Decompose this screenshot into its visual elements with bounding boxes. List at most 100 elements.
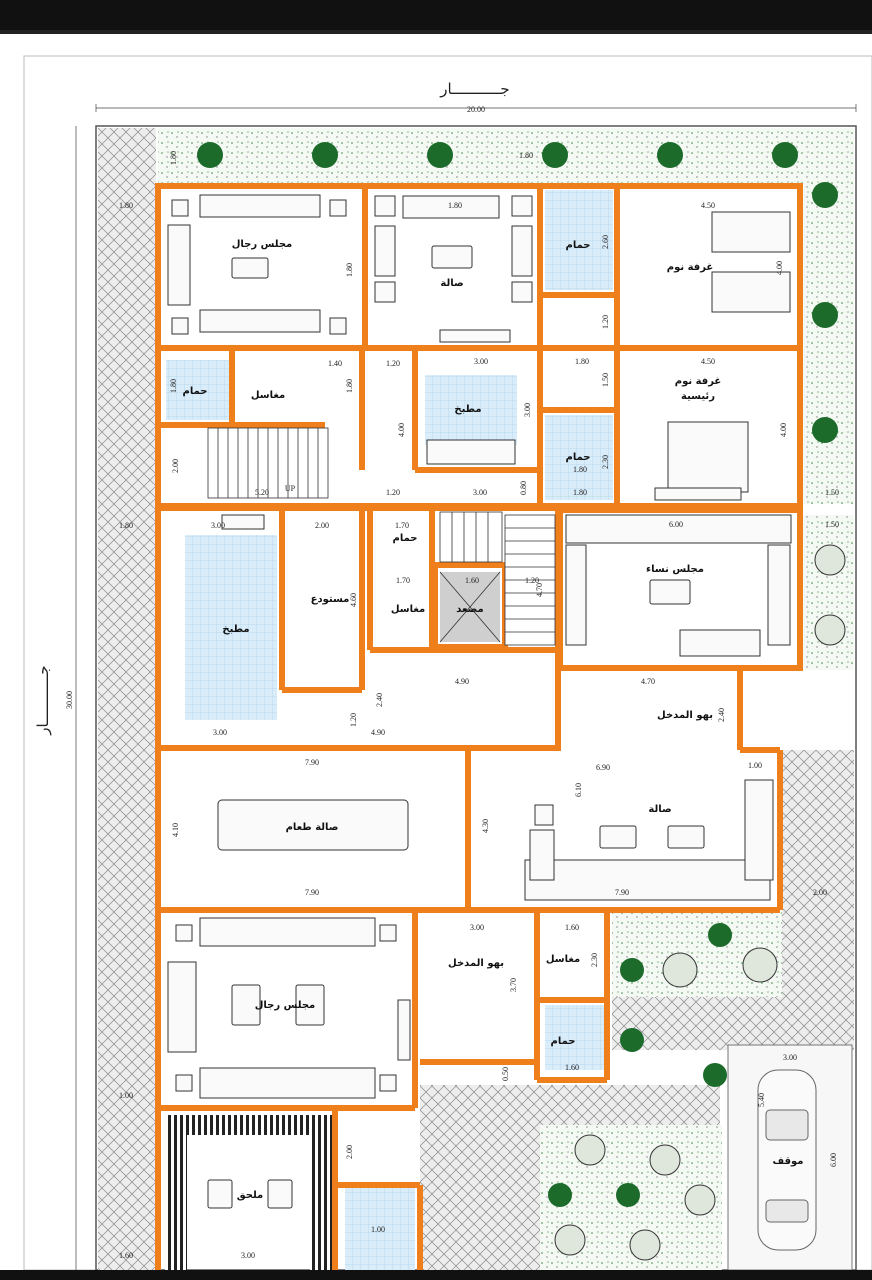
svg-text:2.00: 2.00	[315, 521, 329, 530]
svg-text:1.70: 1.70	[396, 576, 410, 585]
svg-text:2.40: 2.40	[375, 693, 384, 707]
room-master-bedroom-line2: رئيسية	[681, 391, 715, 402]
svg-text:2.30: 2.30	[590, 953, 599, 967]
svg-text:2.00: 2.00	[171, 459, 180, 473]
right-garden	[800, 184, 854, 504]
svg-text:1.70: 1.70	[395, 521, 409, 530]
svg-text:4.70: 4.70	[535, 583, 544, 597]
svg-text:4.00: 4.00	[779, 423, 788, 437]
svg-text:6.00: 6.00	[669, 520, 683, 529]
svg-text:6.10: 6.10	[574, 783, 583, 797]
svg-text:3.00: 3.00	[523, 403, 532, 417]
svg-text:1.80: 1.80	[519, 151, 533, 160]
svg-text:4.60: 4.60	[349, 593, 358, 607]
svg-text:2.60: 2.60	[601, 235, 610, 249]
top-edge-line	[0, 30, 872, 34]
front-paving-2	[612, 990, 854, 1050]
stairs-left	[207, 427, 329, 499]
annex-stripes-left	[165, 1115, 187, 1270]
room-elevator: مصعد	[456, 604, 483, 615]
room-hall-main: صالة	[648, 804, 671, 815]
svg-text:1.50: 1.50	[825, 488, 839, 497]
svg-text:4.70: 4.70	[641, 677, 655, 686]
bath-mid-floor	[545, 415, 613, 500]
svg-text:4.90: 4.90	[455, 677, 469, 686]
bath-top-floor	[545, 190, 613, 290]
svg-text:1.20: 1.20	[525, 576, 539, 585]
room-bath-small: حمام	[183, 386, 208, 397]
dimension-labels: 20.00 30.00 1.80 1.80 1.80 1.80 4.50 1.8…	[65, 105, 839, 1260]
svg-text:4.10: 4.10	[171, 823, 180, 837]
svg-text:5.20: 5.20	[255, 488, 269, 497]
svg-text:1.60: 1.60	[119, 1251, 133, 1260]
room-men-majlis-bottom: مجلس رجال	[255, 1000, 316, 1011]
dimension-lines	[75, 104, 857, 1270]
left-paving	[98, 128, 156, 1270]
svg-text:7.90: 7.90	[615, 888, 629, 897]
room-kitchen-big: مطبخ	[222, 624, 249, 635]
annex-bath-floor	[345, 1185, 415, 1270]
room-wash-bottom: مغاسل	[546, 954, 580, 965]
svg-text:1.20: 1.20	[349, 713, 358, 727]
car-icon	[757, 1069, 817, 1251]
svg-text:1.60: 1.60	[565, 923, 579, 932]
room-wash-top: مغاسل	[251, 390, 285, 401]
room-hall-top: صالة	[440, 278, 463, 289]
neighbor-left-label: جـــــــــــار	[34, 665, 52, 735]
svg-text:3.00: 3.00	[470, 923, 484, 932]
annex-stripes-right	[310, 1115, 332, 1270]
svg-text:2.00: 2.00	[345, 1145, 354, 1159]
room-bedroom: غرفة نوم	[667, 262, 714, 273]
bottom-dark-bar	[0, 1270, 872, 1280]
svg-text:0.50: 0.50	[501, 1067, 510, 1081]
svg-text:4.50: 4.50	[701, 357, 715, 366]
room-bath-top: حمام	[566, 240, 591, 251]
svg-text:1.60: 1.60	[465, 576, 479, 585]
room-women-majlis: مجلس نساء	[646, 564, 704, 575]
svg-text:4.30: 4.30	[481, 819, 490, 833]
svg-text:1.80: 1.80	[345, 379, 354, 393]
room-kitchen-small: مطبخ	[454, 404, 481, 415]
svg-text:1.20: 1.20	[386, 488, 400, 497]
bath-small-floor	[166, 360, 230, 420]
svg-text:7.90: 7.90	[305, 758, 319, 767]
svg-text:1.50: 1.50	[825, 520, 839, 529]
svg-text:1.80: 1.80	[573, 488, 587, 497]
svg-text:4.00: 4.00	[775, 261, 784, 275]
room-master-bedroom-line1: غرفة نوم	[675, 376, 722, 387]
svg-text:1.80: 1.80	[345, 263, 354, 277]
room-bath-stair: حمام	[393, 533, 418, 544]
svg-text:3.70: 3.70	[509, 978, 518, 992]
svg-text:1.80: 1.80	[169, 151, 178, 165]
svg-text:6.90: 6.90	[596, 763, 610, 772]
svg-text:1.20: 1.20	[386, 359, 400, 368]
svg-text:4.90: 4.90	[371, 728, 385, 737]
svg-text:5.40: 5.40	[757, 1093, 766, 1107]
kitchen-big-floor	[185, 535, 277, 720]
svg-text:0.80: 0.80	[519, 481, 528, 495]
svg-text:1.00: 1.00	[371, 1225, 385, 1234]
room-bath-mid: حمام	[566, 452, 591, 463]
kitchen-small-floor	[425, 375, 517, 445]
svg-text:1.00: 1.00	[748, 761, 762, 770]
room-wash-stair: مغاسل	[391, 604, 425, 615]
stair-up-label: UP	[285, 484, 296, 493]
top-garden	[158, 128, 854, 184]
svg-text:4.50: 4.50	[701, 201, 715, 210]
svg-text:4.00: 4.00	[397, 423, 406, 437]
svg-text:1.80: 1.80	[119, 521, 133, 530]
svg-text:1.80: 1.80	[169, 379, 178, 393]
furniture	[167, 194, 792, 1209]
svg-text:1.00: 1.00	[119, 1091, 133, 1100]
svg-text:1.80: 1.80	[575, 357, 589, 366]
top-dark-bar	[0, 0, 872, 30]
svg-text:3.00: 3.00	[241, 1251, 255, 1260]
svg-text:3.00: 3.00	[783, 1053, 797, 1062]
svg-text:1.80: 1.80	[448, 201, 462, 210]
svg-text:3.00: 3.00	[211, 521, 225, 530]
neighbor-top-label: جـــــــــــار	[439, 80, 509, 98]
room-entrance-lobby-bottom: بهو المدخل	[448, 958, 504, 969]
svg-text:2.00: 2.00	[813, 888, 827, 897]
elevator-cross	[439, 571, 501, 643]
